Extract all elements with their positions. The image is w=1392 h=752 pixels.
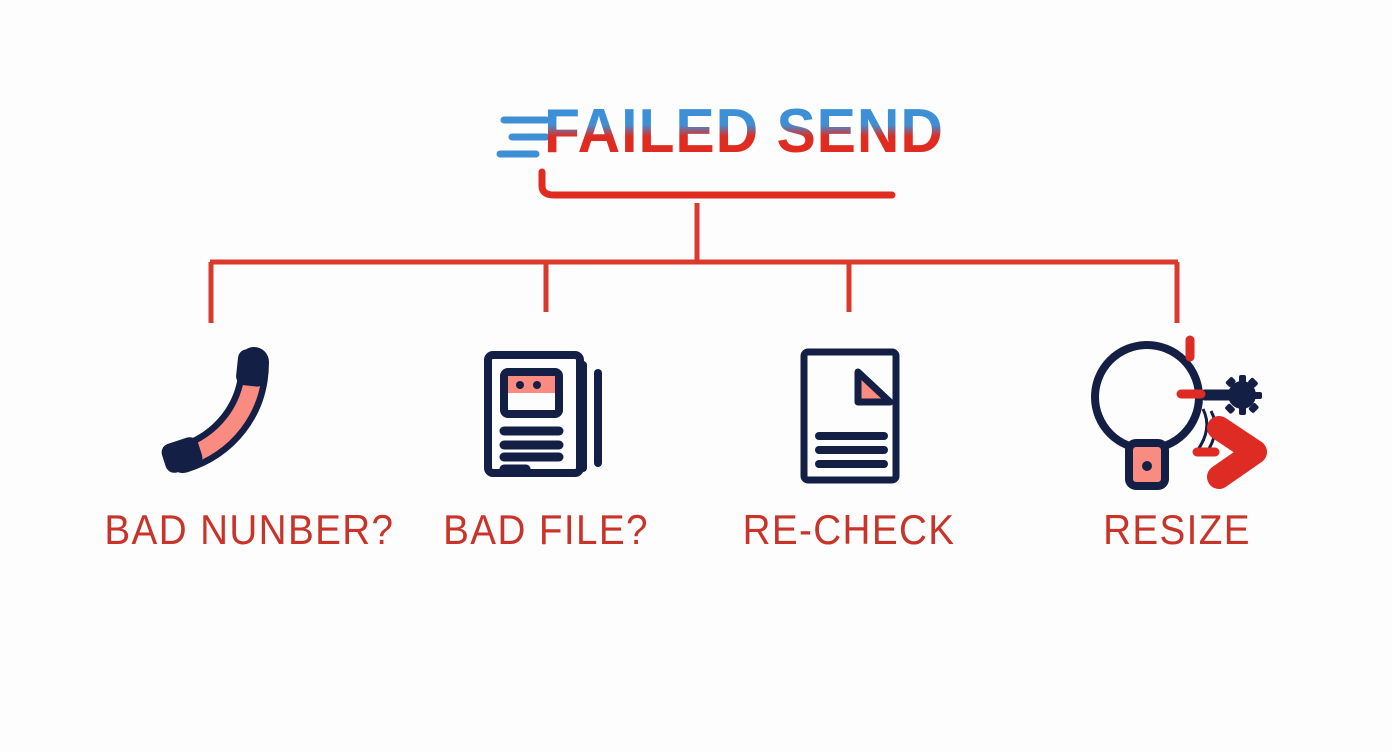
branch-bad-file[interactable]: BAD FILE? xyxy=(416,330,676,554)
phone-handset-icon xyxy=(161,347,269,473)
speed-lines-icon xyxy=(496,116,550,158)
branch-bad-number[interactable]: BAD NUNBER? xyxy=(94,330,395,554)
page-title: FAILED SEND xyxy=(544,97,944,166)
branch-label: BAD FILE? xyxy=(443,506,649,553)
document-window-icon xyxy=(484,351,602,477)
branch-icon-wrapper xyxy=(719,330,979,500)
title-underline xyxy=(538,168,896,199)
branch-resize[interactable]: RESIZE xyxy=(1047,330,1307,554)
magnifier-resize-icon xyxy=(1090,335,1267,490)
branch-label: RESIZE xyxy=(1103,506,1251,553)
branch-label: RE-CHECK xyxy=(742,506,956,553)
branch-icon-wrapper xyxy=(1047,330,1307,500)
branch-re-check[interactable]: RE-CHECK xyxy=(719,330,979,554)
document-corner-icon xyxy=(800,348,900,484)
branch-label: BAD NUNBER? xyxy=(104,506,395,553)
branch-icon-wrapper xyxy=(94,330,354,500)
branch-icon-wrapper xyxy=(416,330,676,500)
diagram-title-block: FAILED SEND xyxy=(496,96,943,199)
